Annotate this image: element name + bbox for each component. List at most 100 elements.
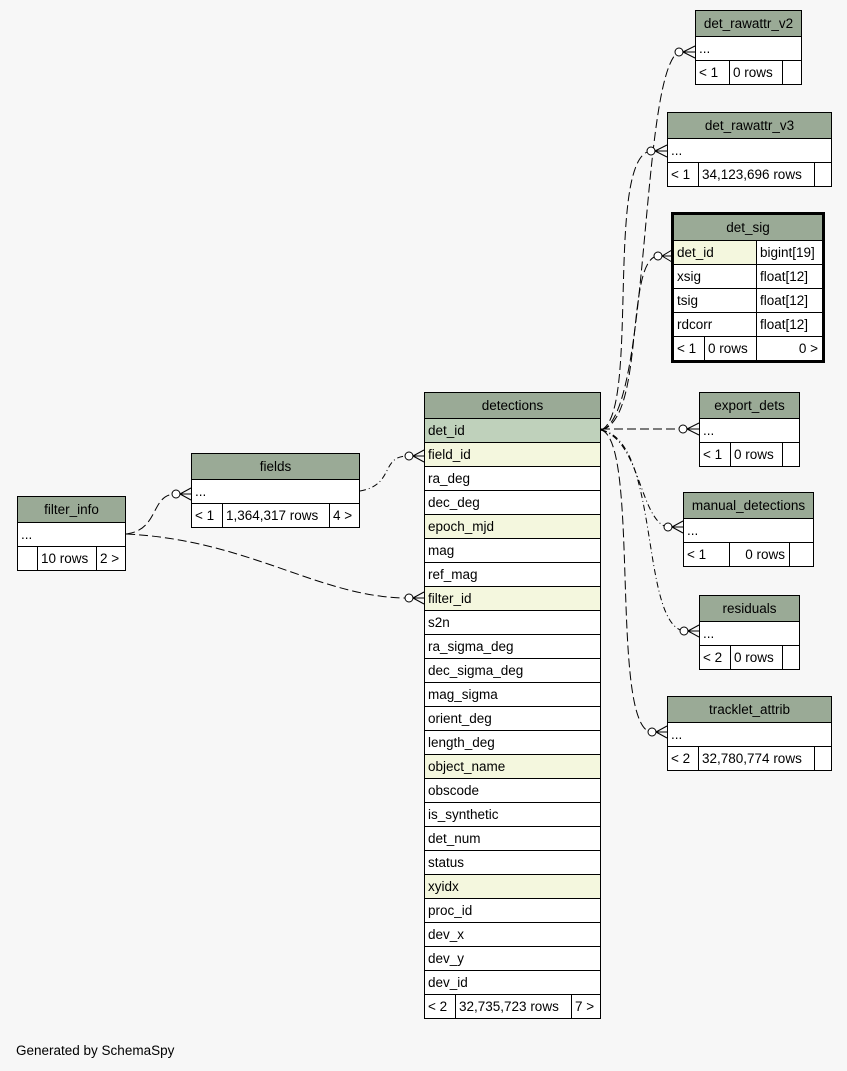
link-det-rawattr-v2 <box>600 51 679 431</box>
table-footer: 10 rows 2 > <box>18 546 125 570</box>
link-filter-detections <box>125 533 409 599</box>
row-count: 1,364,317 rows <box>222 504 329 527</box>
table-fields[interactable]: fields ... < 1 1,364,317 rows 4 > <box>191 453 360 528</box>
table-title[interactable]: fields <box>192 454 359 479</box>
table-title[interactable]: manual_detections <box>684 493 813 518</box>
column-type: float[12] <box>756 265 822 288</box>
column-s2n[interactable]: s2n <box>425 610 600 634</box>
column-length-deg[interactable]: length_deg <box>425 730 600 754</box>
link-tracklet-attrib <box>600 429 651 733</box>
table-export-dets[interactable]: export_dets ... < 1 0 rows <box>699 392 800 467</box>
table-det-rawattr-v3[interactable]: det_rawattr_v3 ... < 1 34,123,696 rows <box>667 112 832 187</box>
row-count: 10 rows <box>37 547 96 570</box>
table-title[interactable]: residuals <box>700 596 799 621</box>
column-name: xsig <box>677 269 702 284</box>
children-count[interactable]: 2 > <box>96 547 125 570</box>
generated-by-text: Generated by SchemaSpy <box>16 1043 175 1058</box>
table-title[interactable]: tracklet_attrib <box>668 697 831 722</box>
column-dec-sigma-deg[interactable]: dec_sigma_deg <box>425 658 600 682</box>
table-manual-detections[interactable]: manual_detections ... < 1 0 rows <box>683 492 814 567</box>
column-name: det_id <box>677 245 714 260</box>
column-ref-mag[interactable]: ref_mag <box>425 562 600 586</box>
children-count <box>814 163 831 186</box>
table-det-rawattr-v2[interactable]: det_rawattr_v2 ... < 1 0 rows <box>695 10 802 85</box>
parents-count[interactable]: < 2 <box>703 650 723 665</box>
table-footer: < 1 0 rows <box>700 442 799 466</box>
row-count: 32,780,774 rows <box>698 747 814 770</box>
table-tracklet-attrib[interactable]: tracklet_attrib ... < 2 32,780,774 rows <box>667 696 832 771</box>
column-ra-deg[interactable]: ra_deg <box>425 466 600 490</box>
table-footer: < 1 34,123,696 rows <box>668 162 831 186</box>
table-title[interactable]: det_rawattr_v2 <box>696 11 801 36</box>
parents-count[interactable]: < 1 <box>195 508 215 523</box>
table-footer: < 1 1,364,317 rows 4 > <box>192 503 359 527</box>
children-count[interactable]: 0 > <box>756 337 822 360</box>
column-filter-id[interactable]: filter_id <box>425 586 600 610</box>
table-title[interactable]: detections <box>425 393 600 418</box>
row-count: 0 rows <box>730 646 782 669</box>
column-dev-id[interactable]: dev_id <box>425 970 600 994</box>
parents-count[interactable]: < 2 <box>671 751 691 766</box>
column-epoch-mjd[interactable]: epoch_mjd <box>425 514 600 538</box>
children-count <box>814 747 831 770</box>
table-residuals[interactable]: residuals ... < 2 0 rows <box>699 595 800 670</box>
column-dev-y[interactable]: dev_y <box>425 946 600 970</box>
table-detections[interactable]: detections det_id field_id ra_deg dec_de… <box>424 392 601 1019</box>
table-footer: < 2 32,735,723 rows 7 > <box>425 994 600 1018</box>
row-count: 0 rows <box>729 543 789 566</box>
table-body: ... <box>700 418 799 442</box>
parents-count[interactable]: < 1 <box>703 447 723 462</box>
column-field-id[interactable]: field_id <box>425 442 600 466</box>
table-filter-info[interactable]: filter_info ... 10 rows 2 > <box>17 496 126 571</box>
column-is-synthetic[interactable]: is_synthetic <box>425 802 600 826</box>
table-footer: < 1 0 rows <box>696 60 801 84</box>
parents-count[interactable]: < 1 <box>671 167 691 182</box>
column-object-name[interactable]: object_name <box>425 754 600 778</box>
column-ra-sigma-deg[interactable]: ra_sigma_deg <box>425 634 600 658</box>
column-mag[interactable]: mag <box>425 538 600 562</box>
table-body: ... <box>696 36 801 60</box>
table-footer: < 2 0 rows <box>700 645 799 669</box>
row-count: 0 rows <box>730 443 782 466</box>
column-dec-deg[interactable]: dec_deg <box>425 490 600 514</box>
children-count[interactable]: 7 > <box>571 995 600 1018</box>
column-proc-id[interactable]: proc_id <box>425 898 600 922</box>
children-count[interactable]: 4 > <box>329 504 359 527</box>
table-title[interactable]: det_sig <box>674 215 822 240</box>
column-type: float[12] <box>756 289 822 312</box>
column-mag-sigma[interactable]: mag_sigma <box>425 682 600 706</box>
row-count: 32,735,723 rows <box>455 995 571 1018</box>
parents-count[interactable]: < 1 <box>687 547 707 562</box>
table-title[interactable]: det_rawattr_v3 <box>668 113 831 138</box>
row-count: 34,123,696 rows <box>698 163 814 186</box>
link-fields <box>359 455 409 492</box>
column-dev-x[interactable]: dev_x <box>425 922 600 946</box>
parents-count <box>18 547 37 570</box>
column-orient-deg[interactable]: orient_deg <box>425 706 600 730</box>
link-manual-detections <box>600 429 668 528</box>
link-filter-fields <box>125 493 177 535</box>
link-det-rawattr-v3 <box>600 150 651 431</box>
column-det-num[interactable]: det_num <box>425 826 600 850</box>
children-count <box>782 61 801 84</box>
link-det-sig <box>600 255 658 431</box>
parents-count[interactable]: < 1 <box>699 65 719 80</box>
table-body: ... <box>18 522 125 546</box>
row-count: 0 rows <box>729 61 782 84</box>
table-title[interactable]: export_dets <box>700 393 799 418</box>
parents-count[interactable]: < 1 <box>677 341 697 356</box>
parents-count[interactable]: < 2 <box>428 999 448 1014</box>
row-count: 0 rows <box>704 337 756 360</box>
table-body: ... <box>700 621 799 645</box>
column-obscode[interactable]: obscode <box>425 778 600 802</box>
column-row[interactable]: xsig float[12] <box>674 264 822 288</box>
table-title[interactable]: filter_info <box>18 497 125 522</box>
column-status[interactable]: status <box>425 850 600 874</box>
column-xyidx[interactable]: xyidx <box>425 874 600 898</box>
table-footer: < 1 0 rows 0 > <box>674 336 822 360</box>
column-det-id[interactable]: det_id <box>425 418 600 442</box>
